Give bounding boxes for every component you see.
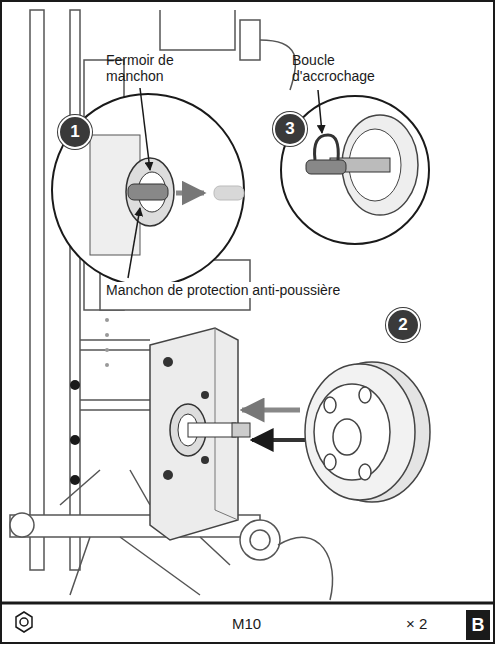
fastener-size: M10	[232, 615, 261, 633]
callout-number: 1	[58, 115, 92, 149]
part-label: Fermoir de manchon	[106, 52, 198, 84]
part-label: Boucle d'accrochage	[292, 52, 390, 84]
quantity: × 2	[406, 615, 427, 633]
step-letter: B	[466, 610, 490, 640]
callout-number: 3	[273, 112, 307, 146]
part-label: Manchon de protection anti-poussière	[104, 282, 342, 298]
callout-number: 2	[386, 308, 420, 342]
